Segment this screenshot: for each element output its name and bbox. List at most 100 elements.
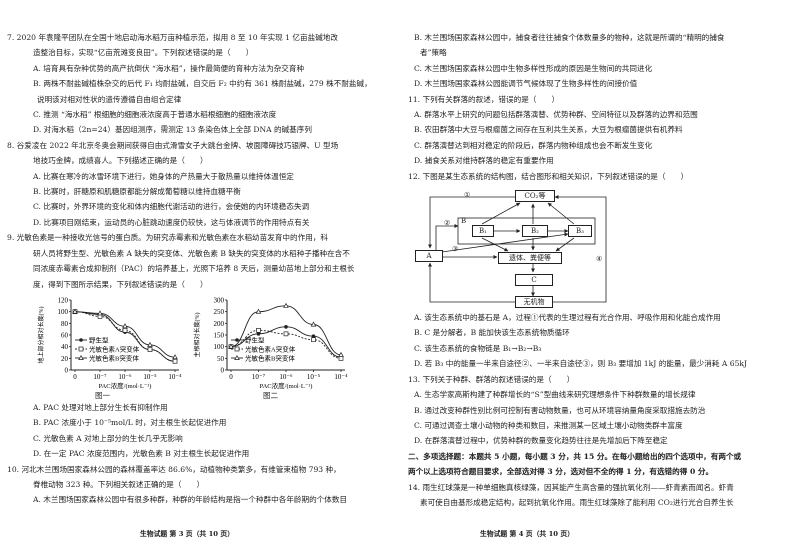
question-stem-line: 9. 光敏色素是一种接收光信号的蛋白质。为研究赤霉素和光敏色素在水稻幼苗发育中的…: [7, 233, 328, 243]
y-tick-label: 120: [58, 296, 69, 304]
question-stem-line: 10. 河北木兰围场国家森林公园的森林覆盖率达 86.6%，动植物种类繁多，有维…: [7, 464, 341, 474]
y-tick-label: 60: [61, 331, 69, 339]
question-stem-line: 地技巧金牌，成绩喜人。下列描述正确的是（ ）: [33, 156, 208, 166]
data-point: [147, 347, 153, 352]
data-point: [122, 323, 128, 329]
option-a: A. PAC 处理对地上部分生长有抑制作用: [33, 402, 168, 412]
data-point: [283, 302, 289, 308]
y-tick-label: 0: [221, 366, 225, 374]
page-footer-4: 生物试题 第 4 页（共 10 页）: [480, 530, 574, 538]
data-point: [256, 327, 261, 333]
option-d: D. 若 B₃ 中的能量一半来自途径②、一半来自途径③，则 B₃ 要增加 1kJ…: [414, 359, 748, 369]
y-tick-label: 250: [214, 308, 225, 316]
y-tick-label: 20: [61, 355, 69, 363]
option-a: A. 群落水平上研究的问题包括群落演替、优势种群、空间特征以及群落的边界和范围: [414, 110, 698, 120]
legend-entry: 光敏色素A突变体: [245, 344, 296, 353]
section-instructions: 二、多项选择题：本题共 5 小题，每小题 3 分，共 15 分。在每小题给出的四…: [408, 451, 742, 461]
data-point: [338, 351, 344, 357]
question-7: 7. 2020 年袁隆平团队在全国十地启动海水稻万亩种植示范，拟用 8 至 10…: [7, 30, 392, 138]
node-co2: CO₂等: [515, 190, 555, 203]
node-inorganic: 无机物: [515, 296, 553, 309]
y-axis-label: 地上部分相对长度(%): [37, 306, 45, 363]
option-c: C. 光敏色素 A 对地上部分的生长几乎无影响: [33, 433, 183, 443]
option-b-cont: 说明该对相对性状的遗传遵循自由组合定律: [37, 94, 182, 104]
option-b-cont: 者”策略: [420, 48, 447, 58]
question-10-continued: B. 木兰围场国家森林公园中，捕食者往往捕食个体数量多的物种，这就是所谓的“精明…: [408, 30, 793, 92]
question-stem: 12. 下图是某生态系统的结构图，结合图形和相关知识，下列叙述错误的是（ ）: [408, 171, 689, 181]
data-point: [310, 321, 317, 327]
option-d: D. 比赛项目刚结束，运动员的心脏跳动速度仍较快，这与体液调节的作用特点有关: [33, 217, 310, 227]
page-footer-3: 生物试题 第 3 页（共 10 页）: [140, 530, 234, 538]
legend-entry: 光敏色素B突变体: [245, 353, 295, 362]
x-axis-label: PAC浓度/(mol·L⁻¹): [260, 381, 313, 390]
data-point: [284, 324, 288, 329]
x-tick-label: 0: [73, 373, 77, 381]
option-a: A. 该生态系统中的基石是 A，过程①代表的生理过程有光合作用、呼吸作用和化能合…: [414, 313, 721, 323]
option-d: D. 在群落演替过程中，优势种群的数量变化趋势往往是先增加后下降至稳定: [414, 436, 668, 446]
question-13: 13. 下列关于种群、群落的叙述错误的是（ ） A. 生态学家高斯构建了种群增长…: [408, 372, 793, 449]
question-11: 11. 下列有关群落的叙述，错误的是（ ） A. 群落水平上研究的问题包括群落演…: [408, 92, 793, 169]
exam-page-4: B. 木兰围场国家森林公园中，捕食者往往捕食个体数量多的物种，这就是所谓的“精明…: [408, 30, 793, 510]
option-b: B. 木兰围场国家森林公园中，捕食者往往捕食个体数量多的物种，这就是所谓的“精明…: [414, 33, 725, 42]
y-axis-label: 主根相对长度(%): [193, 312, 201, 357]
option-a: A. 比赛在寒冷的冰雪环境下进行，她身体的产热量大于散热量以维持体温恒定: [33, 171, 294, 181]
section-instructions: 两个以上选项符合题目要求，全部选对得 3 分，选对但不全的得 1 分，有选错的得…: [408, 467, 714, 477]
node-b3: B₃: [568, 225, 592, 238]
question-9: 9. 光敏色素是一种接收光信号的蛋白质。为研究赤霉素和光敏色素在水稻幼苗发育中的…: [7, 230, 392, 461]
data-point: [256, 331, 261, 336]
data-point: [311, 337, 316, 342]
question-stem-line: 脊椎动物 323 种。下列相关叙述正确的是（ ）: [33, 479, 205, 489]
data-point: [172, 358, 178, 364]
y-tick-label: 100: [214, 343, 225, 351]
question-stem-line: 素可使自由基形成稳定结构，起到抗氧化作用。雨生红球藻除了能利用 CO₂进行光合自…: [420, 497, 734, 507]
question-10: 10. 河北木兰围场国家森林公园的森林覆盖率达 86.6%，动植物种类繁多，有维…: [7, 462, 392, 508]
option-d: D. 木兰围场国家森林公园能调节气候体现了生物多样性的间接价值: [414, 79, 638, 89]
pathway-1-label: ①: [464, 191, 471, 200]
question-8: 8. 谷爱凌在 2022 年北京冬奥会期间获得自由式滑雪女子大跳台金牌、坡面障碍…: [7, 138, 392, 230]
node-b-group-label: B: [461, 217, 467, 226]
x-tick-label: 10⁻⁶: [279, 373, 293, 381]
legend-entry: 光敏色素A突变体: [89, 344, 140, 353]
section-2-header: 二、多项选择题：本题共 5 小题，每小题 3 分，共 15 分。在每小题给出的四…: [408, 449, 793, 480]
series-line: [74, 311, 176, 362]
option-d: D. 捕食关系对维持群落的稳定有重要作用: [414, 156, 554, 166]
y-tick-label: 0: [65, 366, 69, 374]
option-c: C. 群落演替达到相对稳定的阶段后，群落内物种组成也会不断发生变化: [414, 140, 653, 150]
x-tick-label: 0: [229, 373, 233, 381]
pathway-2-label: ②: [444, 219, 451, 228]
node-b2: B₂: [522, 225, 548, 238]
option-d: D. 在一定 PAC 浓度范围内，光敏色素 B 对主根生长起促进作用: [33, 449, 250, 459]
question-stem-line: 度，得到下图所示结果，下列叙述错误的是（ ）: [33, 279, 208, 289]
data-point: [255, 308, 262, 314]
y-tick-label: 100: [58, 308, 69, 316]
y-tick-label: 40: [61, 343, 69, 351]
question-stem-line: 造整治目标，实现“亿亩荒滩变良田”。下列叙述错误的是（ ）: [33, 48, 254, 58]
data-point: [72, 308, 78, 314]
data-point: [283, 331, 289, 337]
option-b: B. PAC 浓度小于 10⁻⁵mol/L 时，对主根生长起促进作用: [33, 418, 227, 428]
option-c: C. 木兰围场国家森林公园中生物多样性形成的原因是生物间的共同进化: [414, 63, 653, 73]
option-d: D. 对海水稻（2n=24）基因组测序，需测定 13 条染色体上全部 DNA 的…: [33, 125, 312, 135]
y-tick-label: 300: [214, 296, 225, 304]
pathway-3-label: ③: [452, 245, 459, 254]
x-tick-label: 10⁻⁵: [143, 373, 157, 381]
question-14: 14. 雨生红球藻是一种单细胞真核绿藻，因其能产生高含量的强抗氧化剂——虾青素而…: [408, 480, 793, 511]
option-a: A. 生态学家高斯构建了种群增长的“S”型曲线来研究理想条件下种群数量的增长规律: [414, 390, 696, 400]
figure-1-label: 图一: [95, 390, 110, 400]
option-a: A. 木兰围场国家森林公园中有很多种群，种群的年龄结构是指一个种群中各年龄期的个…: [33, 495, 348, 505]
data-point: [122, 327, 128, 333]
legend-entry: 野生型: [89, 335, 109, 344]
x-tick-label: 10⁻⁵: [307, 373, 321, 381]
option-b: B. 农田群落中大豆与根瘤菌之间存在互利共生关系，大豆为根瘤菌提供有机养料: [414, 125, 683, 135]
node-c-decomposer: C: [515, 274, 553, 287]
option-a: A. 培育具有杂种优势的高产抗倒伏 “海水稻”，操作最简便的育种方法为杂交育种: [33, 63, 305, 73]
question-stem-line: 8. 谷爱凌在 2022 年北京冬奥会期间获得自由式滑雪女子大跳台金牌、坡面障碍…: [7, 140, 339, 150]
option-b: B. 通过改变种群性别比例可控制有害动物数量，也可从环境容纳量角度采取措施去防治: [414, 405, 706, 415]
y-tick-label: 50: [217, 355, 225, 363]
option-b: B. 比赛时，肝糖原和肌糖原都能分解成葡萄糖以维持血糖平衡: [33, 187, 241, 197]
option-b: B. 两株不耐盐碱植株杂交的后代 F₁ 均耐盐碱，自交后 F₂ 中约有 361 …: [33, 79, 372, 89]
